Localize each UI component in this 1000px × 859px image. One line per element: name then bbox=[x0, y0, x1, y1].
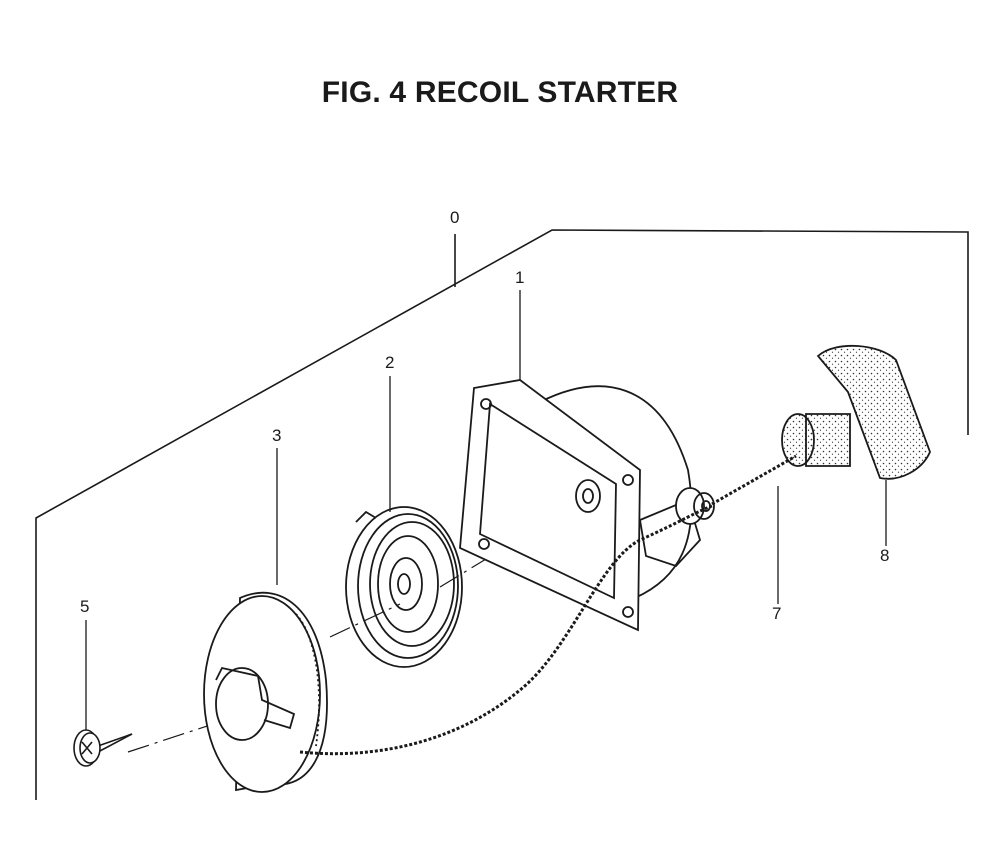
callout-2: 2 bbox=[385, 353, 395, 372]
starter-handle bbox=[781, 344, 931, 480]
recoil-spring bbox=[345, 506, 463, 668]
screw bbox=[73, 729, 133, 767]
starter-case bbox=[459, 379, 715, 632]
callout-1: 1 bbox=[515, 268, 525, 287]
starter-rope bbox=[299, 454, 797, 756]
callout-8: 8 bbox=[880, 546, 890, 565]
assembly-bracket bbox=[35, 229, 969, 800]
callout-5: 5 bbox=[80, 597, 90, 616]
reel bbox=[203, 591, 328, 793]
callout-3: 3 bbox=[272, 426, 282, 445]
leader-lines bbox=[85, 290, 887, 732]
callout-7: 7 bbox=[772, 604, 782, 623]
figure-title: FIG. 4 RECOIL STARTER bbox=[321, 76, 679, 109]
callout-0: 0 bbox=[450, 208, 460, 227]
